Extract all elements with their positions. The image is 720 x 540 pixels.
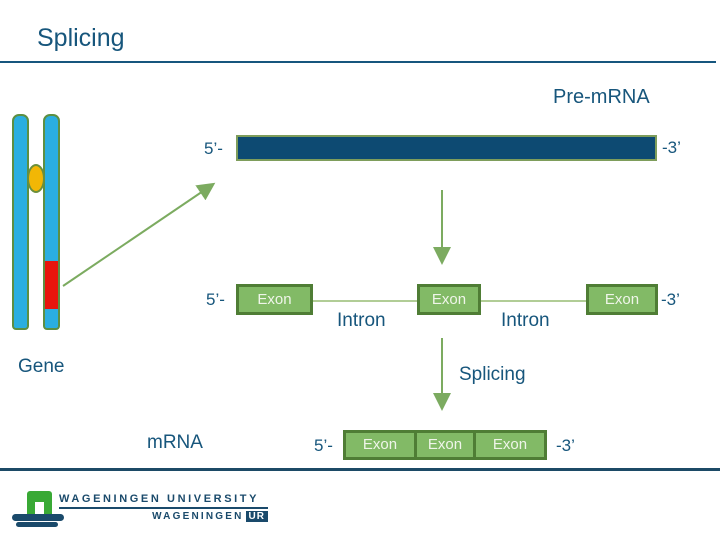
title-underline xyxy=(0,61,716,63)
gene-exon-box-3: Exon xyxy=(586,284,658,315)
gene-three-prime: -3’ xyxy=(661,290,680,309)
splicing-label: Splicing xyxy=(459,364,526,385)
gene-exon-box-2: Exon xyxy=(417,284,481,315)
footer-university-text: WAGENINGEN UNIVERSITY xyxy=(59,493,260,505)
chromosome-chromatid-left xyxy=(12,114,29,330)
mrna-exon-box-3: Exon xyxy=(473,430,547,460)
footer-wageningen-text: WAGENINGEN xyxy=(152,511,244,522)
mrna-exon-group: Exon Exon Exon xyxy=(343,430,547,460)
pre-mrna-five-prime: 5’- xyxy=(204,139,223,158)
mrna-exon-box-1: Exon xyxy=(343,430,417,460)
gene-label: Gene xyxy=(18,356,65,377)
pre-mrna-three-prime: -3’ xyxy=(662,138,681,157)
gene-locus-marker xyxy=(43,261,60,309)
wageningen-logo-base-icon xyxy=(12,514,64,521)
centromere xyxy=(27,164,45,193)
mrna-three-prime: -3’ xyxy=(556,436,575,455)
footer-underline xyxy=(59,507,268,509)
pre-mrna-bar xyxy=(236,135,657,161)
page-title: Splicing xyxy=(37,24,125,52)
gene-five-prime: 5’- xyxy=(206,290,225,309)
mrna-exon-box-2: Exon xyxy=(414,430,476,460)
gene-exon-box-1: Exon xyxy=(236,284,313,315)
footer-divider xyxy=(0,468,720,471)
mrna-five-prime: 5’- xyxy=(314,436,333,455)
footer-ur-badge: UR xyxy=(245,511,268,522)
intron-label-2: Intron xyxy=(501,310,550,331)
wageningen-logo-base-icon xyxy=(16,522,58,527)
pre-mrna-label: Pre-mRNA xyxy=(553,86,650,108)
transcription-arrow xyxy=(62,182,216,287)
intron-label-1: Intron xyxy=(337,310,386,331)
wageningen-logo-arch-notch xyxy=(35,502,44,515)
mrna-label: mRNA xyxy=(147,432,203,453)
